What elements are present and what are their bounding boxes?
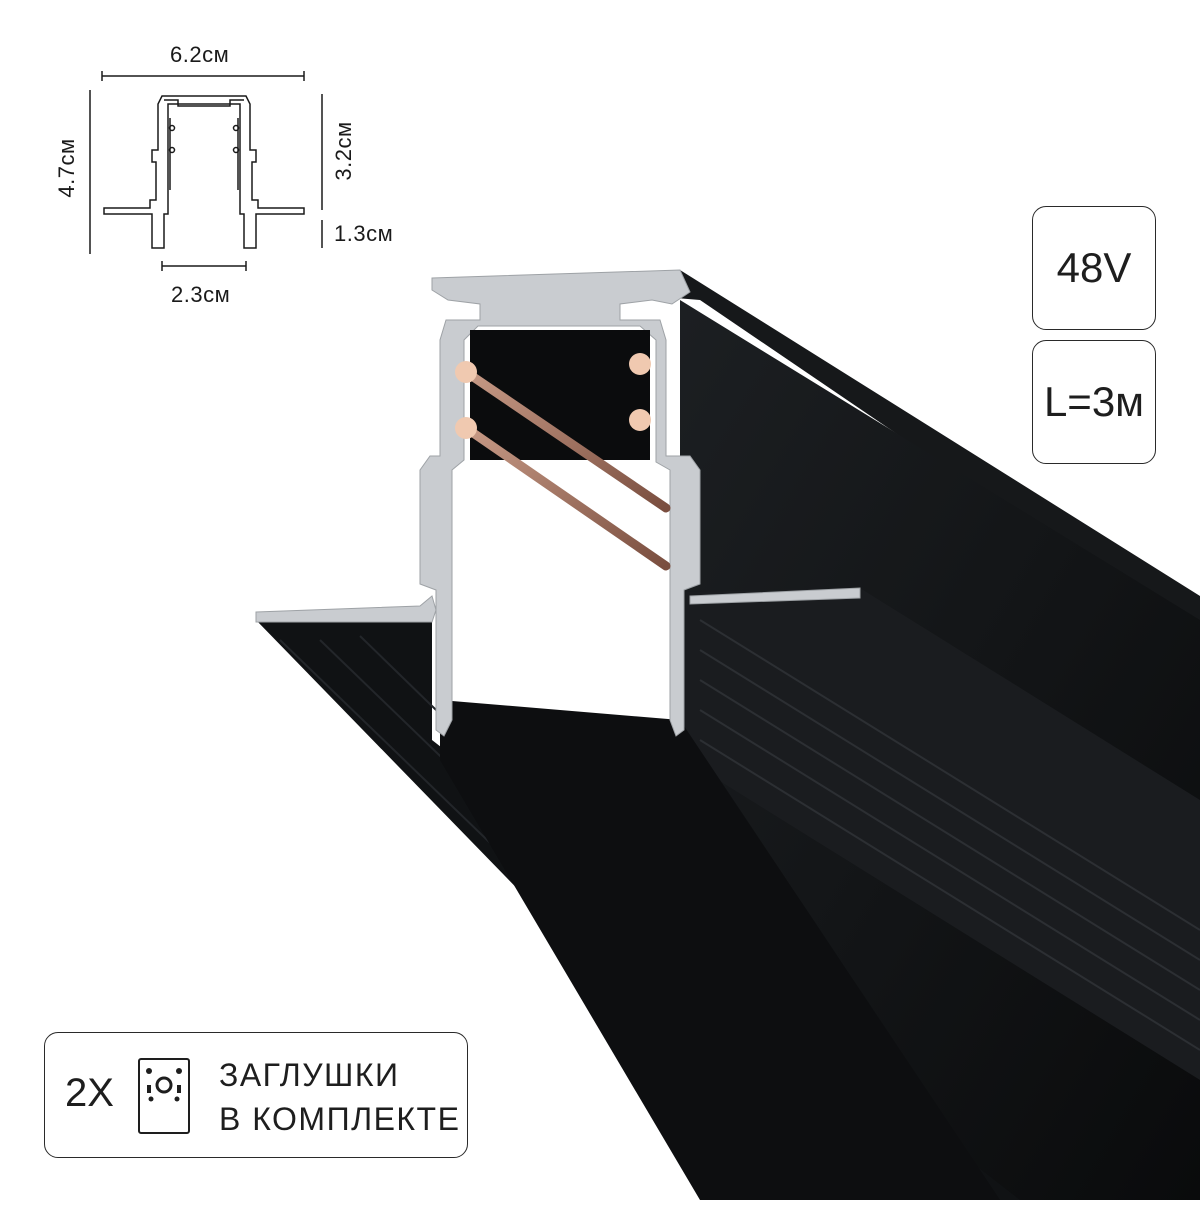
voltage-badge: 48V <box>1032 206 1156 330</box>
end-cap-icon <box>137 1057 191 1135</box>
kit-line-1: ЗАГЛУШКИ <box>219 1057 400 1093</box>
kit-contents-box: 2X ЗАГЛУШКИ В КОМПЛЕКТЕ <box>44 1032 468 1158</box>
profile-cross-section-diagram <box>89 71 323 271</box>
kit-quantity: 2X <box>65 1071 114 1115</box>
flange-height-label: 1.3см <box>334 221 394 246</box>
base-width-label: 2.3см <box>171 282 231 307</box>
voltage-value: 48V <box>1056 244 1132 291</box>
length-badge: L=3м <box>1032 340 1156 464</box>
width-label: 6.2см <box>170 42 230 67</box>
dimension-drawing <box>40 30 420 310</box>
kit-line-2: В КОМПЛЕКТЕ <box>219 1101 461 1137</box>
length-value: L=3м <box>1043 378 1145 425</box>
